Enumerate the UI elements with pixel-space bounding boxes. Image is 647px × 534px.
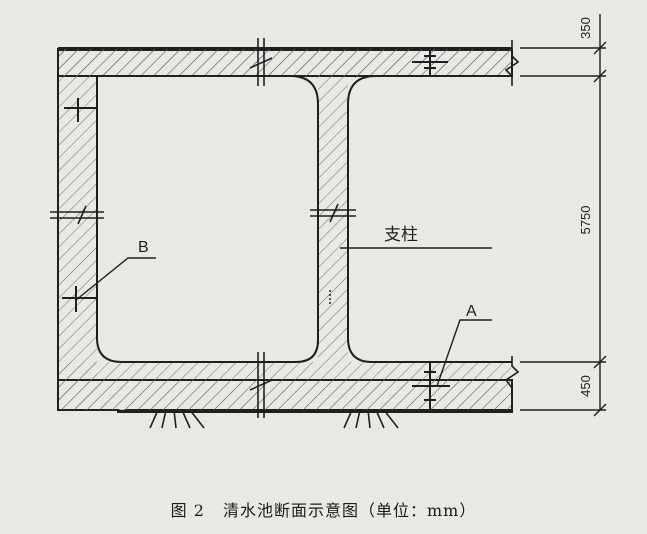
construction-joints <box>50 38 356 418</box>
leader-lines <box>75 247 492 387</box>
figure-number: 图 2 <box>170 501 205 520</box>
dimension-top-slab: 350 <box>578 17 593 39</box>
left-cavity <box>96 75 319 363</box>
figure-title: 清水池断面示意图（单位：mm） <box>223 501 477 520</box>
figure-caption: 图 2 清水池断面示意图（单位：mm） <box>0 497 647 521</box>
hatched-walls <box>59 49 511 410</box>
dimension-height: 5750 <box>578 206 593 235</box>
break-lines <box>504 40 520 412</box>
dimension-lines <box>520 14 607 417</box>
right-cavity <box>347 75 512 363</box>
section-outline <box>57 47 512 412</box>
marker-b-label: B <box>138 239 149 256</box>
marker-a-label: A <box>466 303 477 320</box>
column-label: 支柱 <box>384 225 418 245</box>
ground-symbols <box>149 409 399 429</box>
dimension-bottom-slab: 450 <box>578 375 593 397</box>
